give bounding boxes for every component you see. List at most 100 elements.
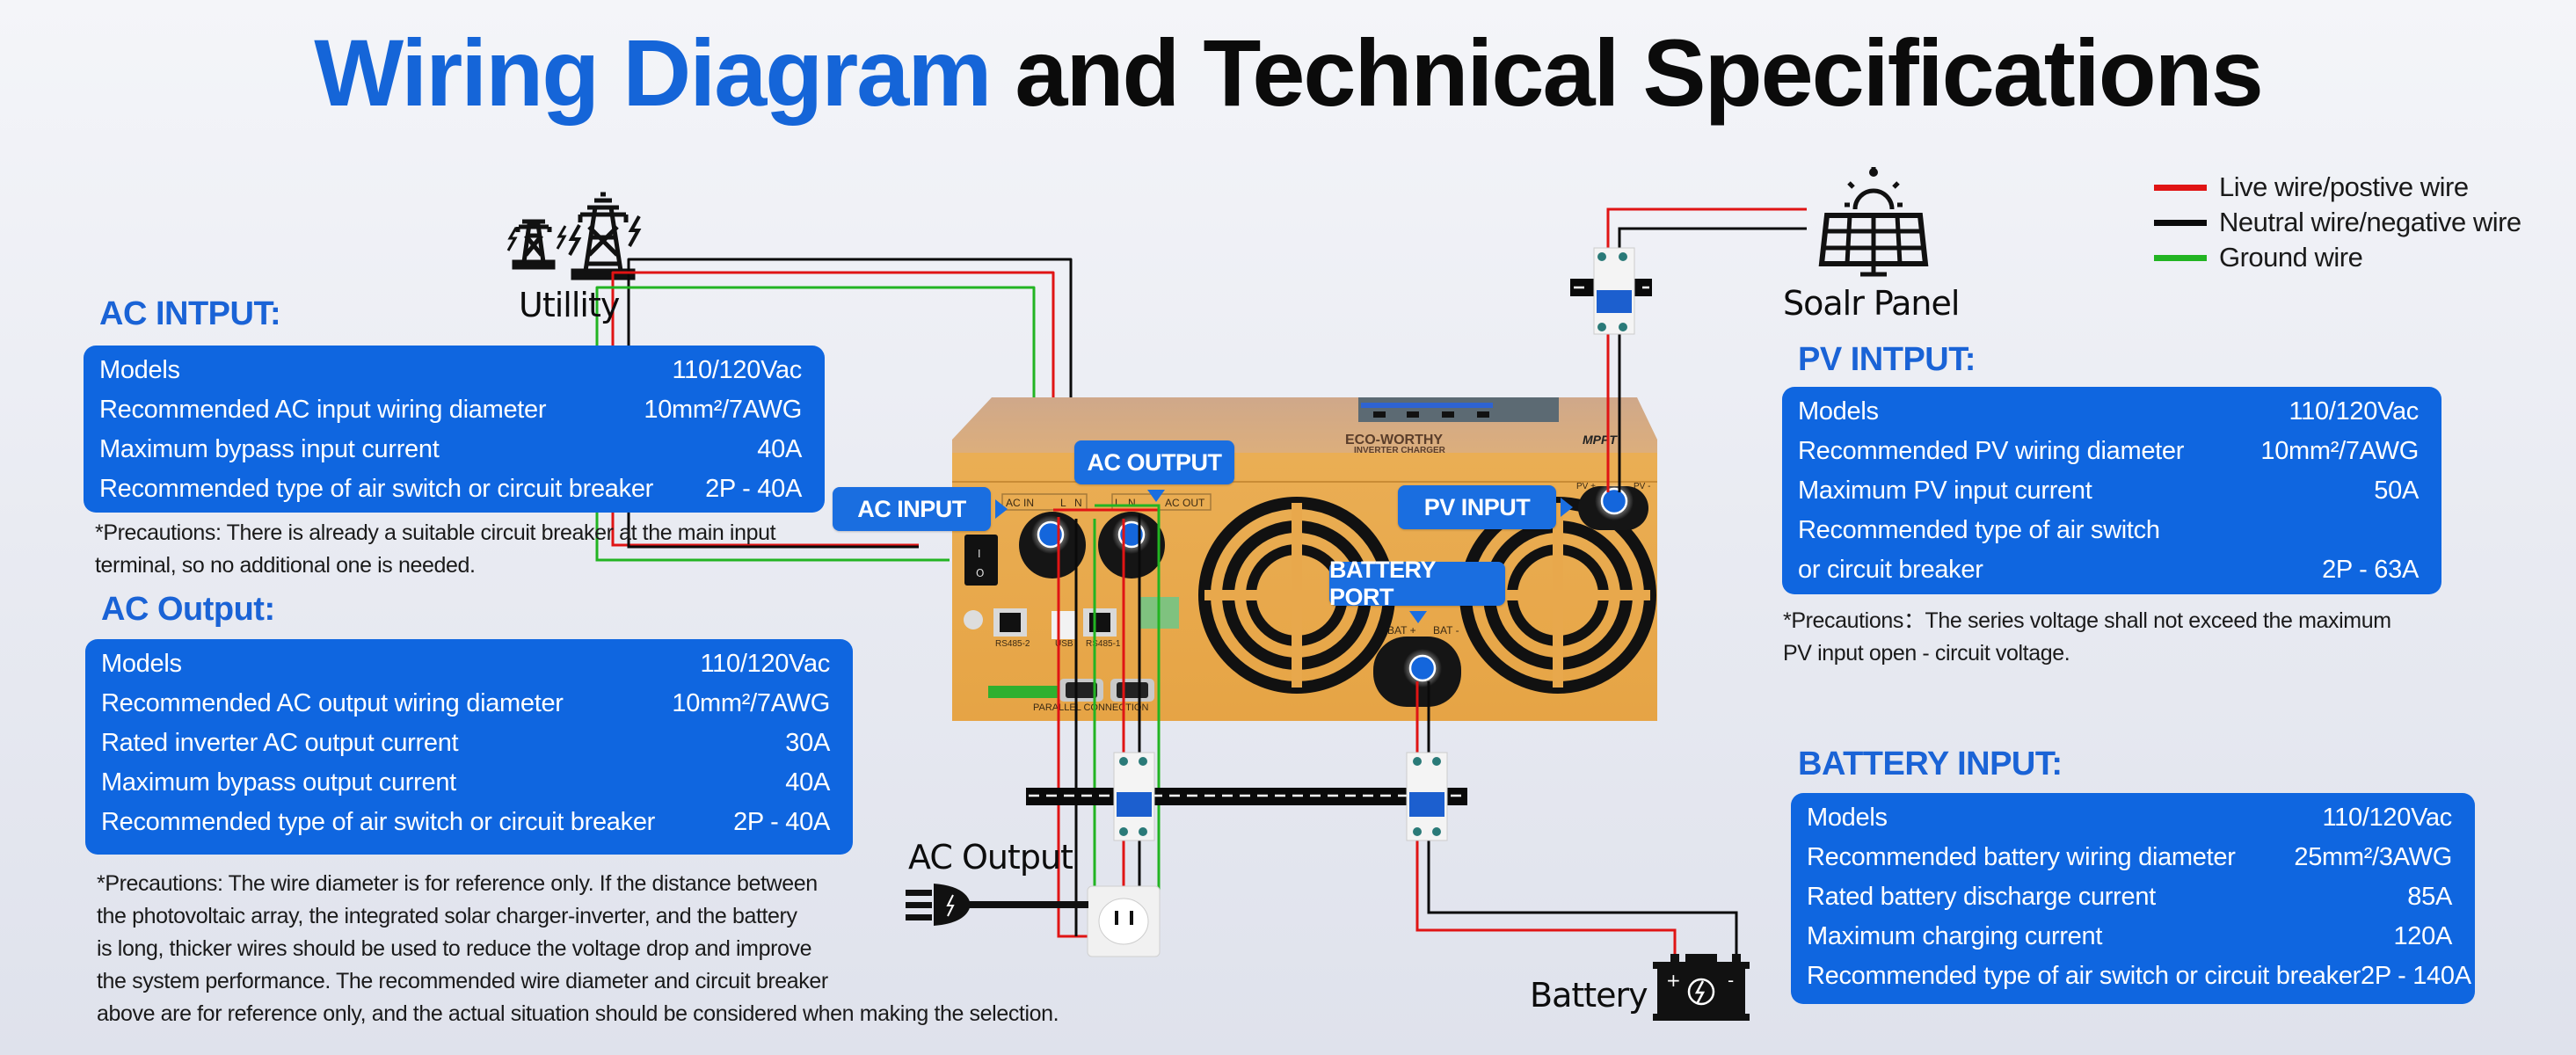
din-rail — [1026, 788, 1467, 805]
legend-swatch-red — [2154, 184, 2207, 191]
usb-label: USB — [1055, 639, 1073, 649]
spec-label: Models — [1807, 804, 1888, 832]
spec-label: Rated battery discharge current — [1807, 883, 2156, 911]
spec-label: Recommended type of air switch or circui… — [101, 808, 655, 836]
spec-label: Rated inverter AC output current — [101, 729, 459, 757]
note-line: above are for reference only, and the ac… — [97, 1001, 1059, 1026]
ac-output-label: AC Output — [908, 838, 1073, 877]
utility-label: Utillity — [519, 286, 620, 324]
inverter-unit: ECO-WORTHY INVERTER CHARGER MPPT AC IN L… — [952, 397, 1657, 721]
spec-value: 25mm²/3AWG — [2294, 843, 2452, 871]
callout-ac-output: AC OUTPUT — [1074, 440, 1234, 484]
utility-tower-icon — [506, 192, 642, 280]
ac-in-label: AC IN — [1006, 497, 1034, 509]
rs485-2-label: RS485-2 — [995, 639, 1030, 649]
spec-label: Models — [101, 650, 182, 678]
title-highlight: Wiring Diagram — [314, 19, 992, 126]
spec-value: 85A — [2407, 883, 2452, 911]
spec-value: 110/120Vac — [2322, 804, 2453, 832]
spec-value: 110/120Vac — [700, 650, 831, 678]
battery-input-spec-table: Models 110/120Vac Recommended battery wir… — [1791, 793, 2475, 1004]
title-rest: and Technical Specifications — [1015, 19, 2263, 126]
note-line: PV input open - circuit voltage. — [1783, 641, 2070, 666]
svg-text:I: I — [978, 548, 981, 560]
spec-row: Recommended PV wiring diameter 10mm²/7AWG — [1798, 432, 2419, 471]
pv-input-spec-table: Models 110/120Vac Recommended PV wiring d… — [1782, 387, 2441, 594]
spec-row: Models 110/120Vac — [99, 351, 802, 390]
legend-item-ground: Ground wire — [2154, 242, 2363, 273]
spec-row: Models 110/120Vac — [1798, 392, 2419, 432]
arrow-down-icon — [1147, 490, 1165, 502]
spec-value: 2P - 40A — [705, 475, 802, 503]
spec-value: 110/120Vac — [2289, 397, 2420, 426]
ac-in-n-label: N — [1074, 497, 1082, 509]
spec-row: Models 110/120Vac — [101, 644, 830, 684]
battery-wires — [1415, 681, 1738, 963]
spec-label: Recommended AC output wiring diameter — [101, 689, 564, 717]
pv-minus-label: PV - — [1634, 482, 1650, 491]
spec-value: 110/120Vac — [672, 356, 803, 384]
callout-pv-input: PV INPUT — [1398, 485, 1556, 529]
legend-item-neutral: Neutral wire/negative wire — [2154, 207, 2521, 238]
spec-value: 120A — [2393, 922, 2452, 950]
arrow-right-icon — [995, 499, 1008, 519]
note-line: *Precautions: There is already a suitabl… — [95, 520, 776, 545]
rs485-1-label: RS485-1 — [1086, 639, 1121, 649]
bat-plus-label: BAT + — [1387, 624, 1416, 637]
arrow-down-icon — [1409, 611, 1427, 623]
ac-output-terminal — [1098, 512, 1165, 578]
spec-label: Recommended PV wiring diameter — [1798, 437, 2185, 465]
brand-text: ECO-WORTHY — [1345, 433, 1443, 447]
ac-output-heading: AC Output: — [101, 591, 275, 628]
spec-label: Models — [1798, 397, 1879, 426]
spec-value: 10mm²/7AWG — [644, 396, 802, 424]
battery-icon: + - — [1653, 954, 1750, 1021]
note-line: the photovoltaic array, the integrated s… — [97, 904, 797, 928]
legend-item-live: Live wire/postive wire — [2154, 171, 2469, 203]
pv-plus-label: PV + — [1576, 482, 1596, 491]
legend-swatch-black — [2154, 219, 2207, 226]
spec-row: Recommended type of air switch or circui… — [99, 469, 802, 509]
spec-value: 10mm²/7AWG — [2260, 437, 2419, 465]
note-line: terminal, so no additional one is needed… — [95, 553, 476, 578]
spec-value: 2P - 63A — [2322, 556, 2419, 584]
spec-row: Recommended type of air switch or circui… — [1807, 957, 2471, 996]
spec-label: Maximum PV input current — [1798, 477, 2092, 505]
note-line: *Precautions：The series voltage shall no… — [1783, 608, 2391, 633]
spec-label: Models — [99, 356, 180, 384]
ac-output-breaker — [1113, 752, 1155, 841]
spec-label: Recommended type of air switch or circui… — [99, 475, 653, 503]
legend-swatch-green — [2154, 254, 2207, 261]
mppt-text: MPPT — [1583, 433, 1618, 447]
ac-input-precaution: *Precautions: There is already a suitabl… — [95, 517, 776, 582]
legend-label: Live wire/postive wire — [2219, 171, 2469, 202]
battery-input-heading: BATTERY INPUT: — [1798, 746, 2063, 782]
spec-label: Maximum bypass output current — [101, 768, 456, 797]
display-panel — [1358, 397, 1559, 422]
spec-label: Recommended type of air switch — [1798, 516, 2160, 544]
inverter-subtitle-text: INVERTER CHARGER — [1354, 446, 1446, 455]
spec-label: Maximum charging current — [1807, 922, 2103, 950]
battery-terminal — [1373, 637, 1461, 707]
svg-text:O: O — [976, 567, 984, 579]
svg-text:-: - — [1728, 970, 1734, 991]
note-line: is long, thicker wires should be used to… — [97, 936, 812, 961]
solar-panel-label: Soalr Panel — [1783, 284, 1960, 323]
spec-value: 2P - 40A — [733, 808, 830, 836]
spec-row: Recommended type of air switch or circui… — [101, 803, 830, 842]
solar-panel-icon — [1818, 167, 1929, 277]
ac-input-spec-table: Models 110/120Vac Recommended AC input wi… — [84, 346, 825, 513]
pv-input-precaution: *Precautions：The series voltage shall no… — [1783, 605, 2391, 670]
wall-outlet-icon — [1087, 885, 1161, 957]
spec-label: Recommended type of air switch or circui… — [1807, 962, 2361, 990]
page-title: Wiring Diagram and Technical Specificati… — [0, 16, 2576, 130]
ac-input-terminal — [1019, 512, 1086, 578]
legend-label: Neutral wire/negative wire — [2219, 207, 2521, 237]
